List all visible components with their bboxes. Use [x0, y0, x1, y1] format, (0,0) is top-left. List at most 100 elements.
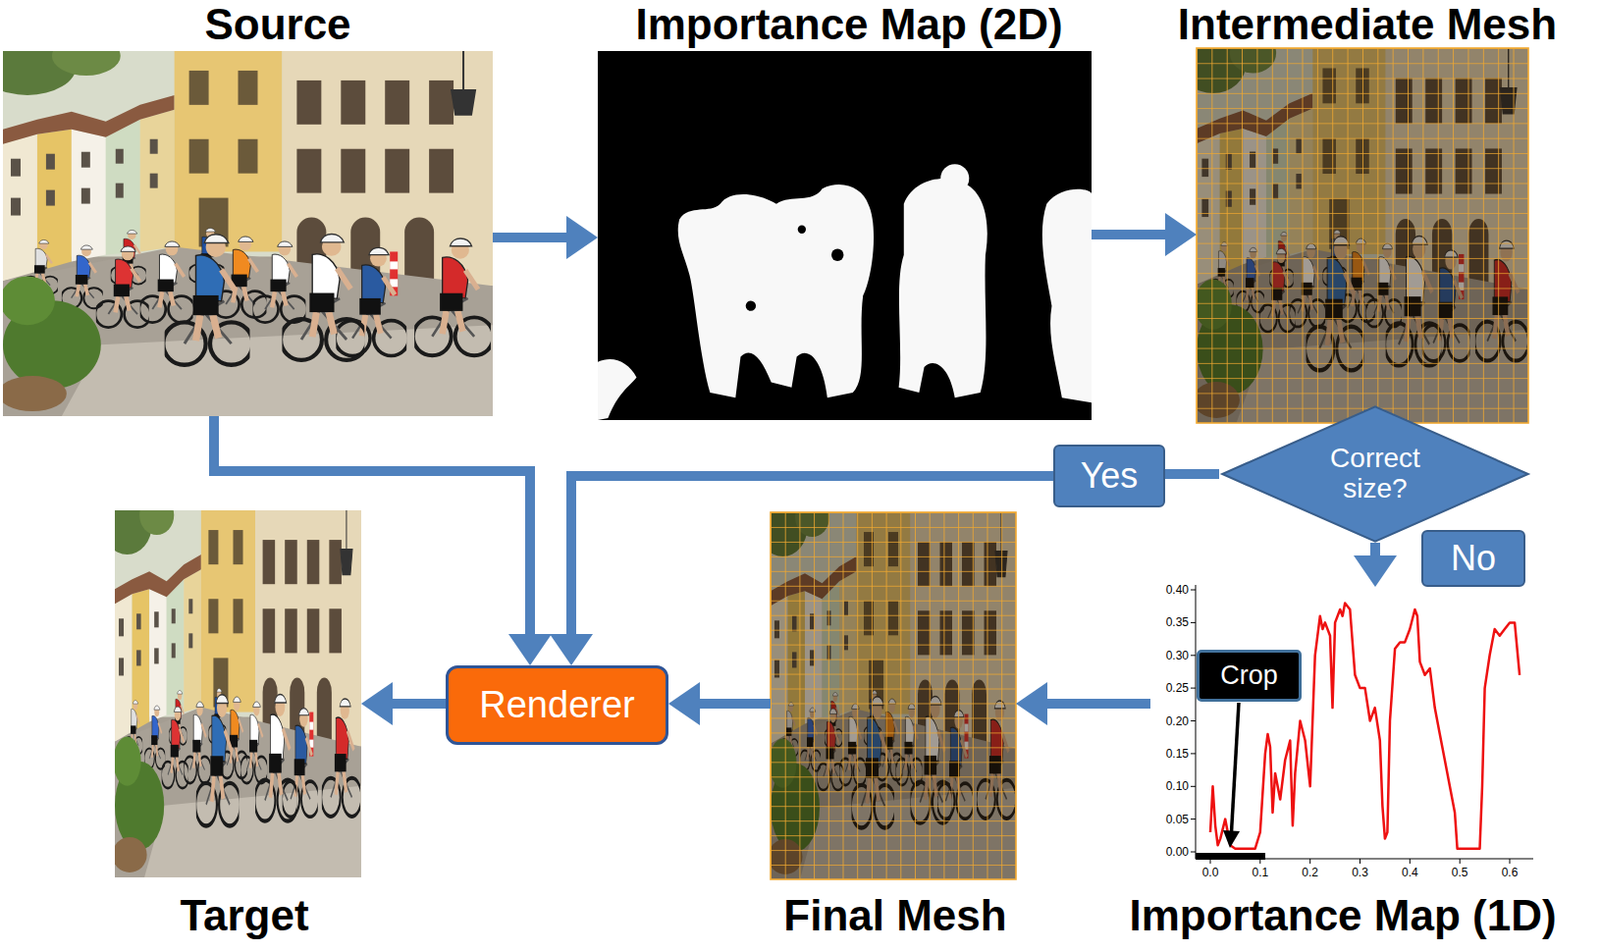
box-label: Renderer	[479, 685, 635, 727]
flow-arrow	[492, 215, 598, 260]
flow-arrow	[1091, 213, 1197, 257]
importance-chart	[1409, 858, 1411, 864]
diamond-outline	[1222, 406, 1529, 541]
importance-chart	[1190, 852, 1196, 854]
flow-arrow	[571, 476, 1054, 637]
axis-tick-label: 0.15	[1166, 746, 1189, 761]
flow-arrow	[492, 232, 569, 243]
importance-chart	[1190, 720, 1196, 722]
axis-tick-label: 0.20	[1166, 714, 1189, 729]
intermediate-mesh-image	[1179, 33, 1529, 424]
flow-arrow	[549, 476, 1054, 666]
axis-tick-label: 0.5	[1451, 865, 1469, 880]
importance-map-2d	[597, 51, 1092, 421]
box-label: No	[1450, 538, 1496, 579]
importance-chart	[1459, 858, 1461, 864]
final-mesh-image	[770, 512, 1016, 880]
importance-chart	[1190, 589, 1196, 591]
intermediate-mesh-image	[1179, 33, 1529, 424]
image-panel: Importance Map (2D)	[597, 51, 1092, 421]
flow-arrow	[1015, 682, 1151, 726]
importance-map-2d	[1042, 189, 1092, 404]
importance-chart	[1190, 752, 1196, 754]
importance-map-2d	[678, 184, 874, 398]
source-photo	[0, 36, 494, 417]
final-mesh-image	[770, 512, 1016, 880]
axis-tick-label: 0.05	[1166, 812, 1189, 827]
importance-chart	[1231, 702, 1240, 833]
intermediate-mesh-image	[1179, 33, 1529, 424]
panel-heading: Intermediate Mesh	[1177, 0, 1557, 50]
image-panel: Source	[2, 51, 493, 417]
process-box: Renderer	[445, 665, 669, 746]
importance-map-2d	[831, 249, 844, 262]
intermediate-mesh-image	[1196, 48, 1529, 424]
answer-box: Yes	[1053, 444, 1166, 508]
image-panel: Target	[114, 510, 362, 878]
flow-arrow	[361, 682, 446, 726]
importance-map-2d	[746, 300, 756, 311]
axis-tick-label: 0.0	[1202, 865, 1220, 880]
flow-arrow	[1353, 555, 1397, 587]
axis-tick-label: 0.25	[1166, 681, 1189, 695]
importance-map-2d	[899, 178, 988, 398]
source-photo	[0, 36, 494, 417]
final-mesh-image	[758, 497, 1017, 880]
axis-tick-label: 0.35	[1166, 615, 1189, 630]
image-panel: Intermediate Mesh	[1196, 48, 1529, 424]
importance-map-2d	[597, 359, 637, 421]
axis-tick-label: 0.6	[1501, 865, 1519, 880]
importance-chart	[1190, 654, 1196, 656]
image-panel: Final Mesh	[770, 512, 1016, 880]
intermediate-mesh-image	[1196, 48, 1529, 424]
flow-arrow	[213, 416, 552, 666]
panel-heading: Source	[204, 0, 351, 50]
intermediate-mesh-image	[1196, 48, 1529, 424]
importance-map-2d	[798, 225, 806, 234]
flow-arrow	[668, 682, 771, 726]
importance-chart	[1359, 858, 1361, 864]
axis-tick-label: 0.30	[1166, 648, 1189, 663]
answer-box: No	[1421, 530, 1526, 587]
panel-heading: Importance Map (2D)	[635, 0, 1063, 50]
importance-chart	[1190, 786, 1196, 788]
axis-tick-label: 0.4	[1401, 865, 1419, 880]
flow-arrow	[1165, 213, 1197, 257]
decision-diamond: Correct size?	[1219, 405, 1532, 543]
importance-chart	[1195, 853, 1266, 860]
importance-chart	[1190, 585, 1534, 864]
importance-chart	[1190, 589, 1510, 864]
flow-arrow	[1165, 469, 1220, 480]
flow-arrow	[1015, 682, 1048, 726]
importance-chart	[1509, 858, 1511, 864]
box-label: Correct size?	[1301, 443, 1449, 505]
panel-heading: Final Mesh	[783, 891, 1007, 941]
panel-heading: Target	[179, 891, 309, 941]
flow-arrow	[549, 634, 593, 666]
axis-tick-label: 0.00	[1166, 845, 1189, 859]
axis-tick-label: 0.1	[1251, 865, 1269, 880]
importance-chart	[1190, 688, 1196, 690]
axis-tick-label: 0.3	[1351, 865, 1369, 880]
final-mesh-image	[758, 497, 1017, 880]
axis-tick-label: 0.10	[1166, 779, 1189, 794]
final-mesh-image	[770, 512, 1016, 880]
target-photo	[102, 495, 362, 878]
importance-chart	[1309, 858, 1311, 864]
axis-tick-label: 0.2	[1301, 865, 1319, 880]
importance-map-2d	[940, 163, 969, 193]
flow-arrow	[361, 682, 393, 726]
flow-arrow	[508, 634, 552, 666]
source-photo	[0, 36, 494, 417]
importance-chart	[1190, 818, 1196, 820]
target-photo	[102, 495, 362, 878]
flow-arrow	[390, 698, 446, 709]
flow-arrow	[668, 682, 700, 726]
importance-chart	[1223, 830, 1240, 849]
importance-map-2d	[597, 51, 1092, 421]
final-mesh-image	[758, 497, 1017, 880]
flow-arrow	[1353, 542, 1397, 587]
box-label: Crop	[1220, 661, 1279, 692]
importance-chart	[1210, 602, 1520, 849]
